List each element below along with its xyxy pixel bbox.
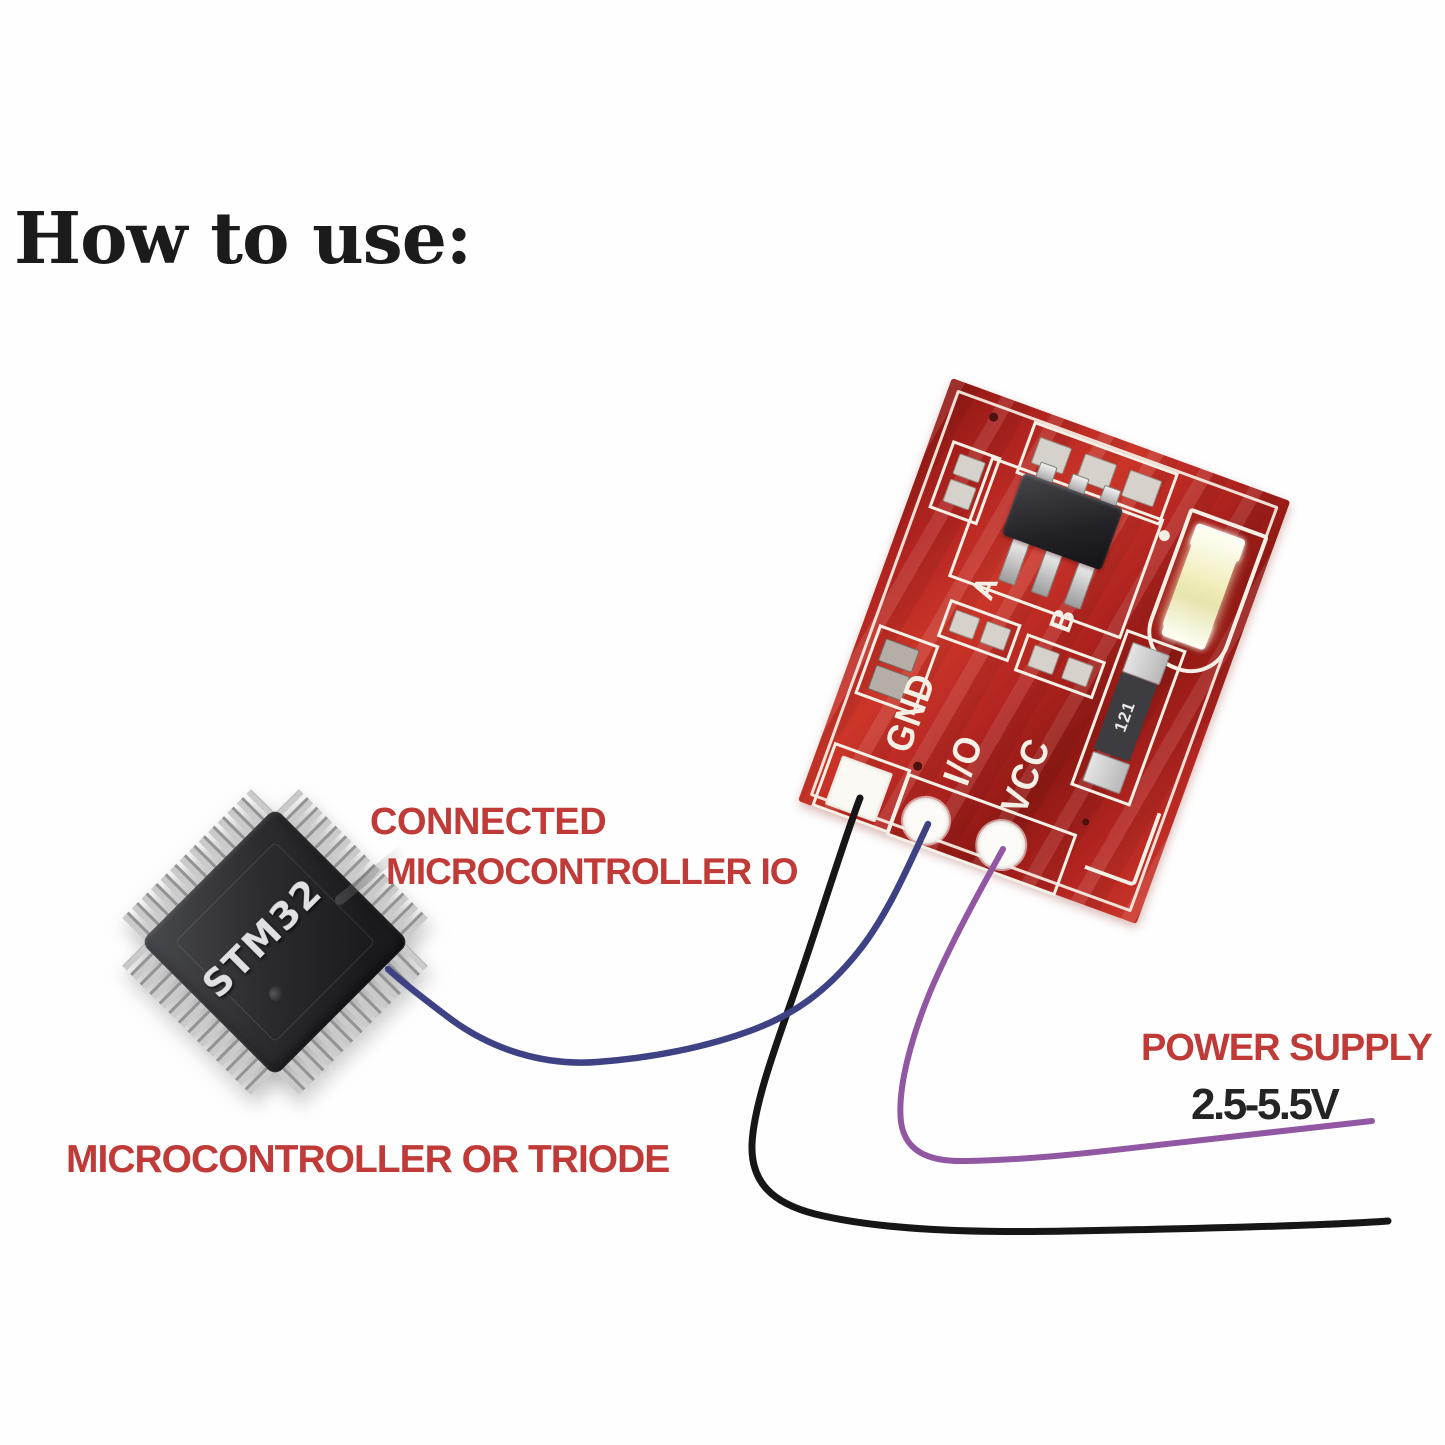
- drill-hole-bottom-left: [911, 760, 924, 772]
- drill-hole-bottom-right: [1081, 817, 1091, 827]
- chip-body: STM32: [140, 807, 410, 1077]
- caption-microcontroller: MICROCONTROLLER OR TRIODE: [66, 1138, 670, 1181]
- page-title: How to use:: [14, 196, 472, 280]
- corner-bracket: [1084, 795, 1162, 888]
- caption-power-supply: POWER SUPPLY: [1141, 1027, 1433, 1069]
- solder-pad: [1027, 644, 1061, 676]
- resistor-body: 121: [1093, 671, 1158, 762]
- solder-pad: [1060, 656, 1095, 688]
- resistor-code: 121: [1110, 698, 1140, 735]
- touch-sensor-module: A B 121 GND I/O VCC: [798, 378, 1291, 924]
- caption-connected-line2: MICROCONTROLLER IO: [386, 851, 799, 892]
- drill-hole-top: [987, 411, 1000, 423]
- solder-pad: [952, 453, 987, 484]
- solder-pad: [1120, 469, 1163, 508]
- caption-connected-line1: CONNECTED: [370, 801, 607, 843]
- solder-pad: [942, 478, 977, 511]
- caption-voltage-range: 2.5-5.5V: [1191, 1080, 1340, 1129]
